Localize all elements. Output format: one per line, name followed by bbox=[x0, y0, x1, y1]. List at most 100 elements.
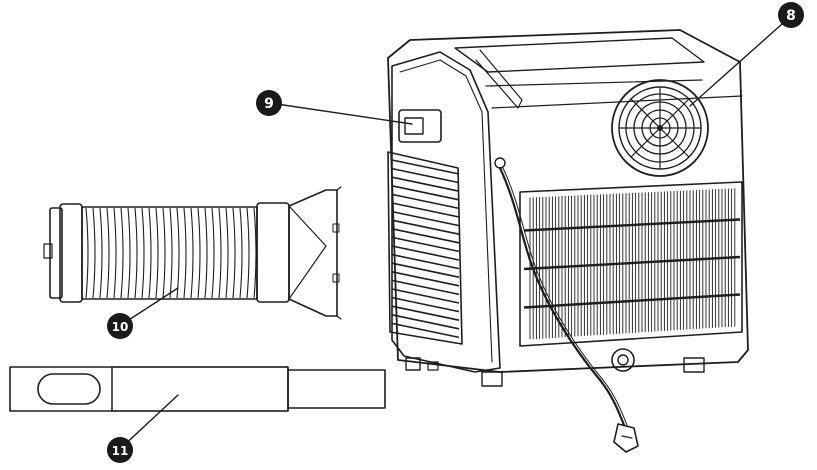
portable-ac-unit-illustration bbox=[387, 29, 749, 453]
callouts: 8 9 10 11 bbox=[107, 2, 804, 463]
callout-9-label: 9 bbox=[264, 96, 274, 112]
hose-connector-right bbox=[256, 202, 290, 303]
window-slider-illustration bbox=[9, 366, 386, 412]
callout-8: 8 bbox=[778, 2, 804, 28]
side-handle-recess bbox=[398, 109, 442, 143]
slider-inner-track bbox=[111, 366, 289, 412]
hose-rib bbox=[106, 207, 110, 299]
power-plug bbox=[613, 423, 639, 453]
hose-rib bbox=[232, 207, 236, 299]
hose-rib bbox=[92, 207, 96, 299]
drain-outlet bbox=[611, 348, 635, 372]
hose-rib bbox=[253, 207, 257, 299]
side-grille-slats bbox=[391, 159, 460, 339]
hose-rib bbox=[99, 207, 103, 299]
hose-rib bbox=[141, 207, 145, 299]
grille-slat bbox=[391, 193, 460, 210]
grille-slat bbox=[391, 279, 460, 296]
hose-connector-left bbox=[59, 203, 83, 303]
unit-top-surface bbox=[454, 37, 705, 73]
hose-rib bbox=[127, 207, 131, 299]
hose-rib bbox=[190, 207, 194, 299]
callout-9-badge bbox=[256, 90, 282, 116]
grille-slat bbox=[391, 262, 460, 278]
hose-end-cap-left bbox=[49, 207, 63, 299]
fan-hub bbox=[657, 125, 663, 131]
filter-divider bbox=[523, 218, 741, 232]
hose-rib bbox=[204, 207, 208, 299]
callout-9-leader bbox=[269, 102, 413, 125]
hose-window-adapter bbox=[288, 189, 338, 317]
hose-rib bbox=[176, 207, 180, 299]
hose-rib bbox=[85, 207, 89, 299]
grille-slat bbox=[391, 288, 460, 304]
grille-slat bbox=[391, 210, 460, 227]
callout-11: 11 bbox=[107, 437, 133, 463]
caster-rear-right bbox=[683, 357, 705, 373]
hose-rib bbox=[225, 207, 229, 299]
unit-top-handle bbox=[475, 49, 523, 109]
unit-body-shell bbox=[387, 29, 749, 373]
slider-extension-panel bbox=[287, 369, 386, 409]
grille-slat bbox=[391, 219, 460, 235]
callout-8-leader bbox=[689, 15, 792, 107]
hose-rib bbox=[239, 207, 243, 299]
grille-slat bbox=[391, 236, 460, 253]
grille-slat bbox=[391, 305, 460, 321]
grille-slat bbox=[391, 296, 460, 313]
grille-slat bbox=[391, 228, 460, 244]
callout-11-leader bbox=[119, 394, 179, 450]
grille-slat bbox=[391, 176, 460, 192]
fan-guard-spoke bbox=[630, 98, 661, 129]
side-handle-grip bbox=[404, 117, 424, 135]
rear-filter-grille bbox=[523, 188, 741, 340]
exhaust-fan-housing bbox=[611, 79, 709, 177]
hose-rib bbox=[120, 207, 124, 299]
callout-11-label: 11 bbox=[112, 444, 129, 458]
fan-guard-spoke bbox=[659, 127, 690, 158]
callout-10-label: 10 bbox=[112, 320, 129, 334]
hose-clip-left bbox=[43, 243, 53, 259]
rear-filter-frame bbox=[519, 181, 743, 347]
fan-guard-spoke bbox=[630, 127, 661, 158]
side-air-grille bbox=[387, 151, 463, 345]
callout-11-badge bbox=[107, 437, 133, 463]
grille-slat bbox=[391, 159, 460, 175]
callout-9: 9 bbox=[256, 90, 282, 116]
hose-rib bbox=[169, 207, 173, 299]
hose-rib bbox=[211, 207, 215, 299]
grille-slat bbox=[391, 314, 460, 330]
hose-rib bbox=[183, 207, 187, 299]
hose-rib bbox=[197, 207, 201, 299]
exhaust-fan-guard bbox=[619, 87, 701, 169]
fan-guard-spoke bbox=[659, 98, 690, 129]
callout-10: 10 bbox=[107, 313, 133, 339]
slider-hose-opening bbox=[37, 373, 101, 405]
grille-slat bbox=[391, 167, 460, 184]
callout-8-badge bbox=[778, 2, 804, 28]
grille-slat bbox=[391, 185, 460, 201]
hose-rib bbox=[218, 207, 222, 299]
hose-rib bbox=[148, 207, 152, 299]
grille-slat bbox=[391, 271, 460, 287]
hose-adapter-crease bbox=[288, 205, 327, 300]
filter-divider bbox=[523, 293, 741, 309]
caster-front-left bbox=[405, 357, 421, 371]
callout-8-label: 8 bbox=[786, 8, 796, 24]
grille-slat bbox=[391, 322, 460, 339]
grille-slat bbox=[391, 202, 460, 218]
filter-divider bbox=[523, 255, 741, 271]
callout-10-badge bbox=[107, 313, 133, 339]
unit-side-panel bbox=[391, 51, 501, 373]
hose-rib bbox=[113, 207, 117, 299]
hose-rib bbox=[246, 207, 250, 299]
caster-rear-left bbox=[481, 371, 503, 387]
power-cord bbox=[498, 166, 626, 427]
power-cord-grommet bbox=[494, 157, 506, 169]
hose-rib bbox=[155, 207, 159, 299]
exhaust-hose-illustration bbox=[43, 186, 342, 320]
hose-rib bbox=[134, 207, 138, 299]
grille-slat bbox=[391, 253, 460, 270]
unit-side-panel-edge bbox=[399, 59, 493, 363]
